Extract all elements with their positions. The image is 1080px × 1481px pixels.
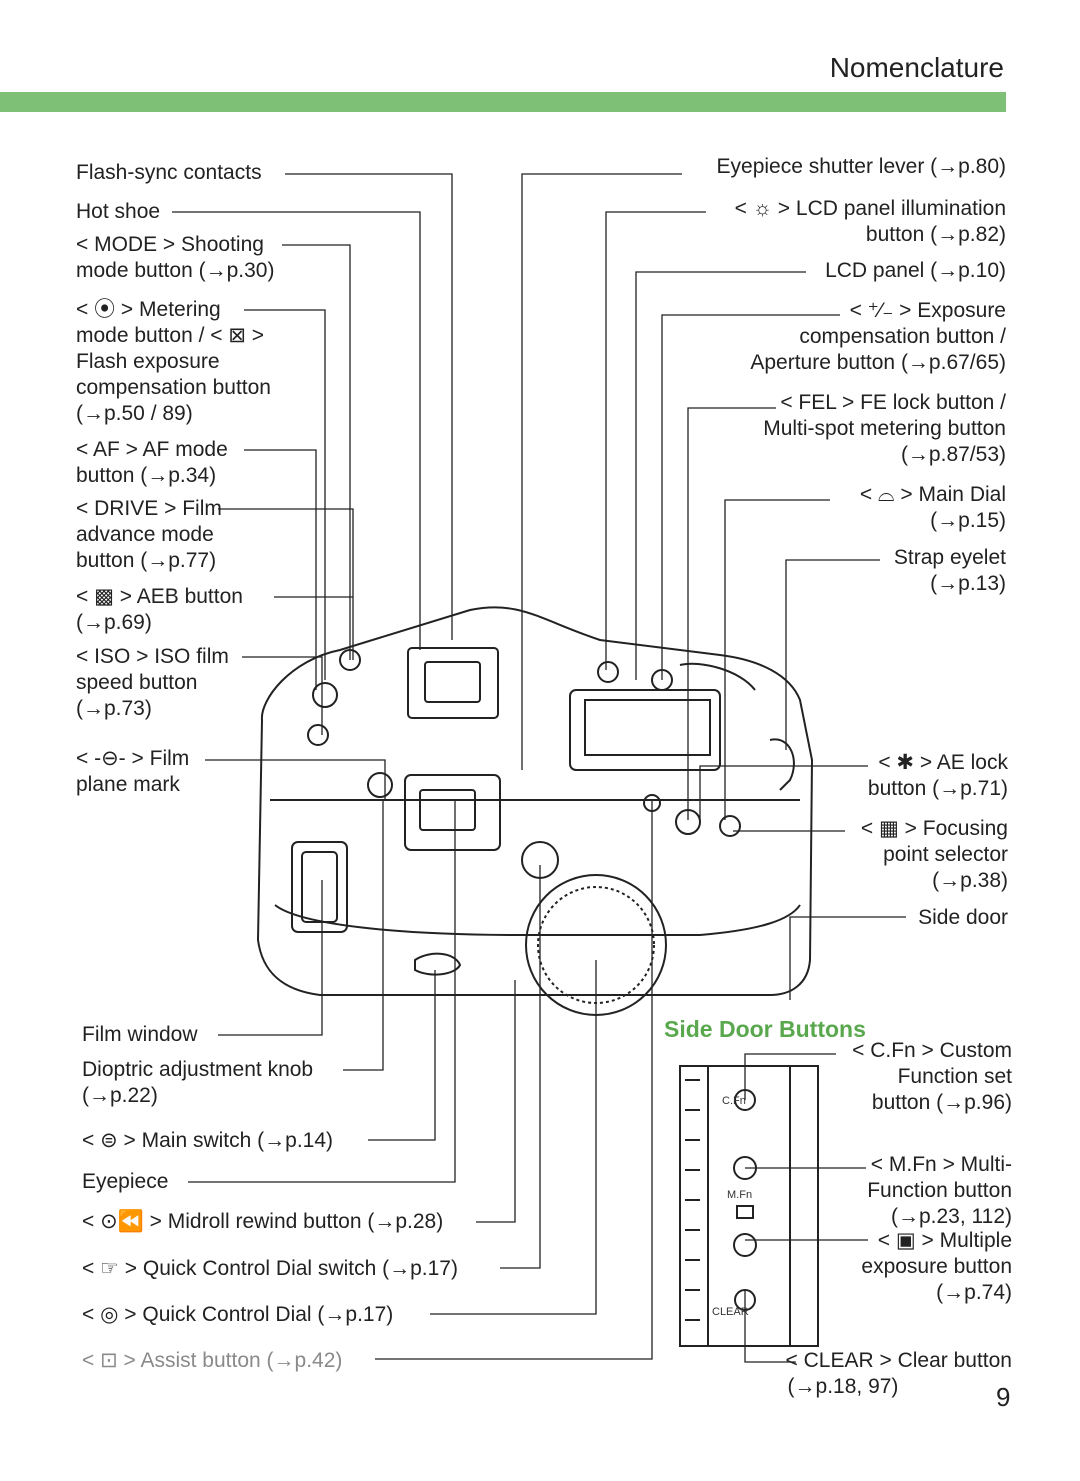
side-door-panel <box>679 1065 819 1347</box>
header-accent-bar <box>0 92 1006 112</box>
label-assist-button: < ⊡ > Assist button (→p.42) <box>82 1349 343 1372</box>
page-title: Nomenclature <box>829 52 1004 83</box>
leader-strap <box>785 559 880 750</box>
panel-mfn-text: M.Fn <box>727 1189 752 1201</box>
label-aeb: < ▩ > AEB button(→p.69) <box>76 585 243 634</box>
leader-af <box>244 449 317 690</box>
leader-drive <box>218 508 354 660</box>
main-dial-shape <box>679 662 756 691</box>
leader-eyepiece-lever <box>521 173 682 770</box>
camera-body-outline <box>256 606 814 996</box>
lcd-panel-shape <box>569 689 721 771</box>
label-main-dial: < ⌓ > Main Dial(→p.15) <box>859 483 1006 532</box>
label-main-switch: < ⊜ > Main switch (→p.14) <box>82 1129 334 1152</box>
leader-iso <box>242 656 323 735</box>
label-clear: < CLEAR > Clear button(→p.18, 97) <box>785 1349 1012 1398</box>
leader-eyepiece <box>188 800 456 1183</box>
leader-qcd-switch <box>500 865 541 1269</box>
panel-cfn-text: C.Fn <box>722 1095 746 1107</box>
leader-main-switch <box>368 970 436 1141</box>
page-number: 9 <box>996 1382 1011 1412</box>
leader-clear <box>744 1290 796 1363</box>
leader-metering <box>244 309 326 680</box>
leader-lcd-panel <box>635 271 806 680</box>
leader-lcd-illum <box>605 211 706 670</box>
leader-film-window <box>218 880 323 1036</box>
label-hot-shoe: Hot shoe <box>76 200 161 223</box>
panel-clear-text: CLEAR <box>712 1306 749 1318</box>
eyepiece-shape <box>404 774 501 851</box>
label-strap-eyelet: Strap eyelet(→p.13) <box>893 546 1006 595</box>
leader-side-door <box>789 916 906 1000</box>
label-mfn: < M.Fn > Multi-Function button(→p.23, 11… <box>867 1153 1012 1228</box>
label-dioptric: Dioptric adjustment knob(→p.22) <box>82 1058 314 1107</box>
film-window-shape <box>291 841 348 933</box>
label-film-window: Film window <box>82 1023 198 1046</box>
leader-midroll <box>476 980 516 1223</box>
leader-qcd <box>430 960 597 1315</box>
label-qcd: < ◎ > Quick Control Dial (→p.17) <box>82 1303 394 1326</box>
label-side-door: Side door <box>918 906 1008 929</box>
hot-shoe-shape <box>407 647 499 719</box>
label-eyepiece-shutter: Eyepiece shutter lever (→p.80) <box>716 155 1006 178</box>
side-door-title: Side Door Buttons <box>664 1016 866 1042</box>
label-flash-sync: Flash-sync contacts <box>76 161 262 184</box>
quick-control-dial-shape <box>525 874 667 1016</box>
leader-exposure-comp <box>661 314 840 680</box>
label-eyepiece: Eyepiece <box>82 1170 169 1193</box>
leader-mode <box>282 244 351 660</box>
leader-main-dial <box>724 499 830 820</box>
leader-hot-shoe <box>172 211 421 650</box>
label-midroll-rewind: < ⊙⏪ > Midroll rewind button (→p.28) <box>82 1210 444 1233</box>
label-fe-lock: < FEL > FE lock button /Multi-spot meter… <box>763 391 1006 466</box>
label-lcd-panel: LCD panel (→p.10) <box>825 259 1006 282</box>
leader-fel <box>687 407 776 820</box>
leader-film-plane <box>205 759 386 800</box>
label-qcd-switch: < ☞ > Quick Control Dial switch (→p.17) <box>82 1257 458 1280</box>
leader-flash-sync <box>285 173 453 640</box>
leader-dioptric <box>343 800 384 1071</box>
leader-cfn <box>744 1053 836 1100</box>
